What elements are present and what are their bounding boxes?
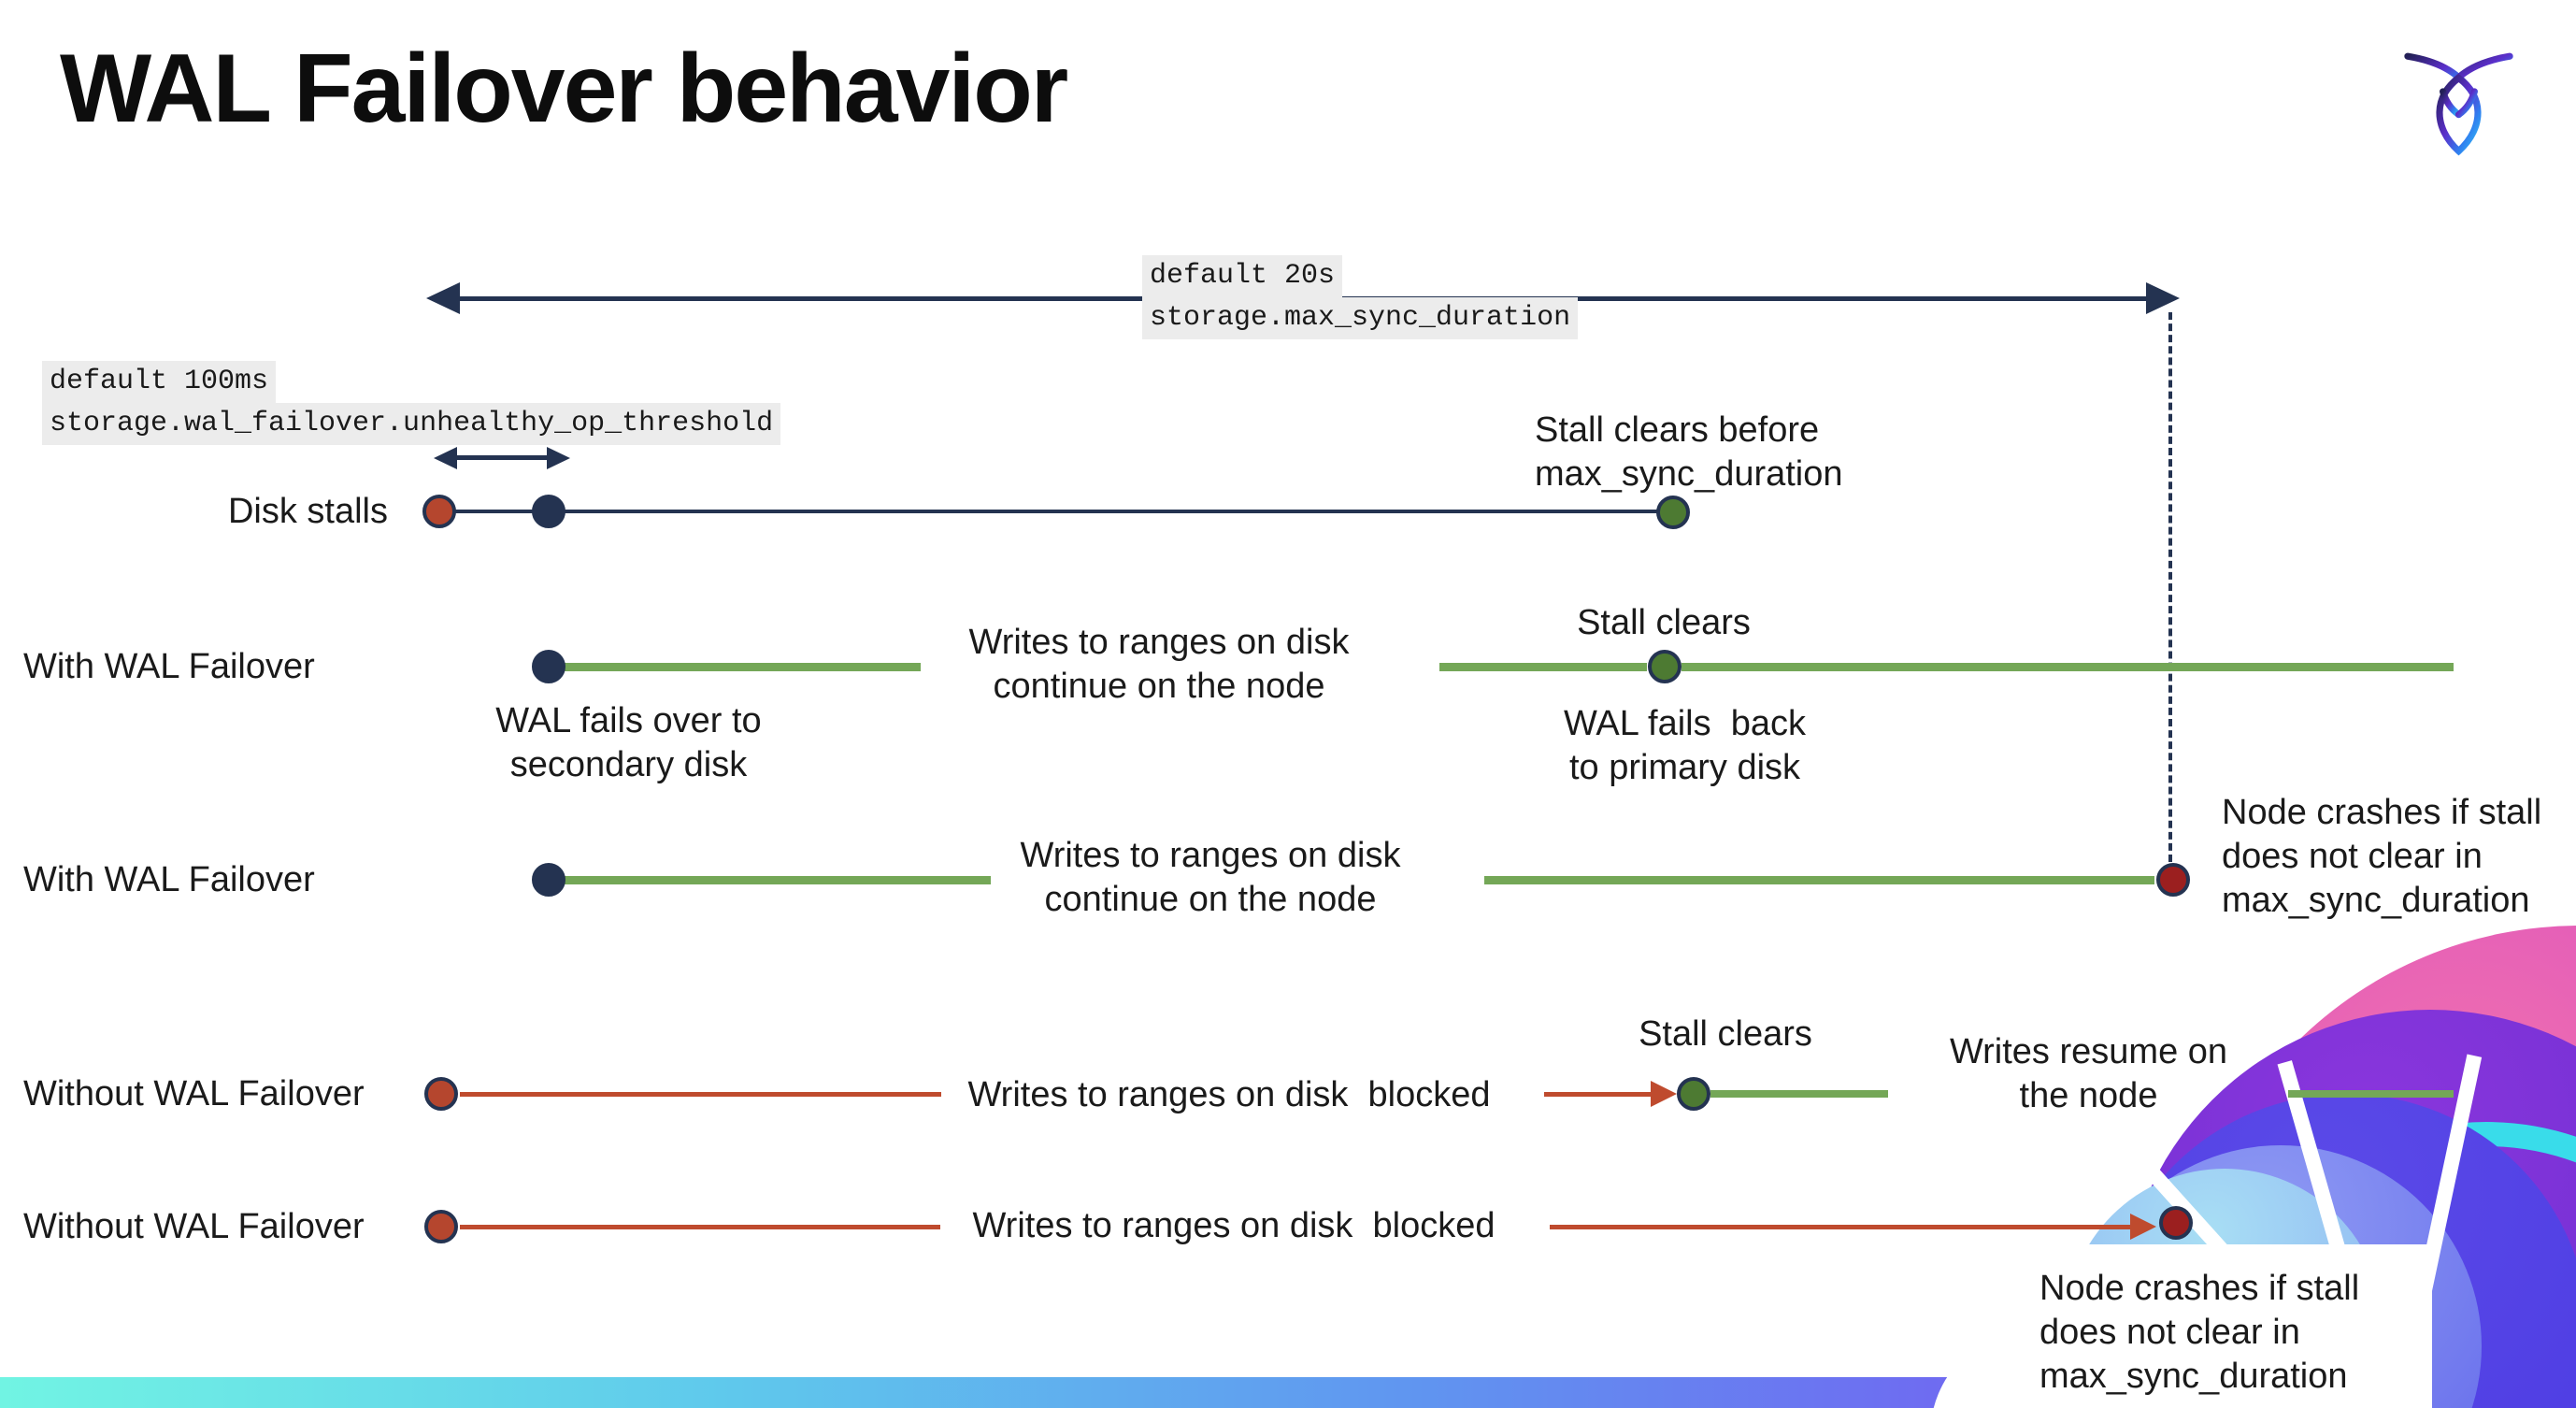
- row-label-without-wal-failover-1: Without WAL Failover: [23, 1074, 365, 1113]
- annotation-stall-clears-1: Stall clears: [1577, 603, 1751, 642]
- unhealthy-op-threshold-arrow-line: [451, 455, 553, 460]
- arrow-left-head-icon: [434, 447, 457, 469]
- max-sync-deadline-dashed-line: [2168, 312, 2172, 862]
- writes-resume-line: [2288, 1090, 2454, 1098]
- disk-stall-start-dot: [424, 1210, 458, 1243]
- row-label-without-wal-failover-2: Without WAL Failover: [23, 1207, 365, 1246]
- annotation-writes-blocked-2: Writes to ranges on disk blocked: [972, 1206, 1496, 1245]
- annotation-node-crashes-2: Node crashes if stall does not clear in …: [2039, 1269, 2360, 1396]
- node-crash-dot: [2156, 863, 2190, 897]
- arrow-right-head-icon: [547, 447, 570, 469]
- disk-stall-start-dot: [424, 1077, 458, 1111]
- row-label-with-wal-failover-2: With WAL Failover: [23, 860, 315, 899]
- setting-name: storage.wal_failover.unhealthy_op_thresh…: [42, 403, 781, 445]
- writes-blocked-line: [1544, 1092, 1654, 1097]
- stall-clears-dot: [1648, 650, 1682, 683]
- row-label-disk-stalls: Disk stalls: [227, 492, 388, 531]
- disk-stall-start-dot: [422, 495, 456, 528]
- setting-name: storage.max_sync_duration: [1142, 297, 1579, 339]
- red-arrow-head-icon: [1651, 1081, 1677, 1107]
- annotation-node-crashes-1: Node crashes if stall does not clear in …: [2222, 793, 2542, 920]
- arrow-left-head-icon: [426, 282, 460, 314]
- writes-continue-line: [562, 663, 921, 671]
- writes-blocked-line: [460, 1092, 941, 1097]
- annotation-wal-fails-back: WAL fails back to primary disk: [1563, 704, 1807, 787]
- stall-clears-dot: [1677, 1077, 1710, 1111]
- writes-continue-line: [1439, 663, 1647, 671]
- arrow-right-head-icon: [2146, 282, 2180, 314]
- writes-blocked-line: [460, 1225, 940, 1229]
- unhealthy-op-threshold-setting-label: default 100ms storage.wal_failover.unhea…: [42, 361, 781, 445]
- red-arrow-head-icon: [2130, 1214, 2156, 1240]
- threshold-reached-dot: [532, 495, 565, 528]
- cockroachdb-logo-icon: [2404, 52, 2513, 156]
- writes-continue-line: [1484, 876, 2154, 884]
- writes-blocked-line: [1550, 1225, 2134, 1229]
- setting-default-value: default 20s: [1142, 255, 1343, 297]
- stall-clears-dot: [1656, 496, 1690, 529]
- annotation-writes-resume: Writes resume on the node: [1949, 1032, 2228, 1115]
- row-label-with-wal-failover-1: With WAL Failover: [23, 647, 315, 686]
- annotation-stall-clears-2: Stall clears: [1639, 1014, 1812, 1054]
- writes-continue-line: [562, 876, 991, 884]
- failover-trigger-dot: [532, 863, 565, 897]
- page-title: WAL Failover behavior: [60, 35, 1068, 143]
- node-crashes-callout: Node crashes if stall does not clear in …: [1987, 1244, 2432, 1408]
- annotation-stall-clears-before: Stall clears before max_sync_duration: [1535, 410, 1843, 494]
- writes-resume-line: [1710, 1090, 1888, 1098]
- node-crash-dot: [2159, 1206, 2193, 1240]
- failover-trigger-dot: [532, 650, 565, 683]
- writes-continue-line: [1682, 663, 2454, 671]
- disk-stalls-timeline: [439, 510, 1673, 513]
- annotation-writes-blocked-1: Writes to ranges on disk blocked: [967, 1075, 1491, 1114]
- annotation-writes-continue-1: Writes to ranges on disk continue on the…: [968, 623, 1350, 706]
- annotation-wal-fails-over: WAL fails over to secondary disk: [495, 701, 762, 784]
- annotation-writes-continue-2: Writes to ranges on disk continue on the…: [1020, 836, 1401, 919]
- max-sync-duration-setting-label: default 20s storage.max_sync_duration: [1142, 255, 1579, 339]
- setting-default-value: default 100ms: [42, 361, 277, 403]
